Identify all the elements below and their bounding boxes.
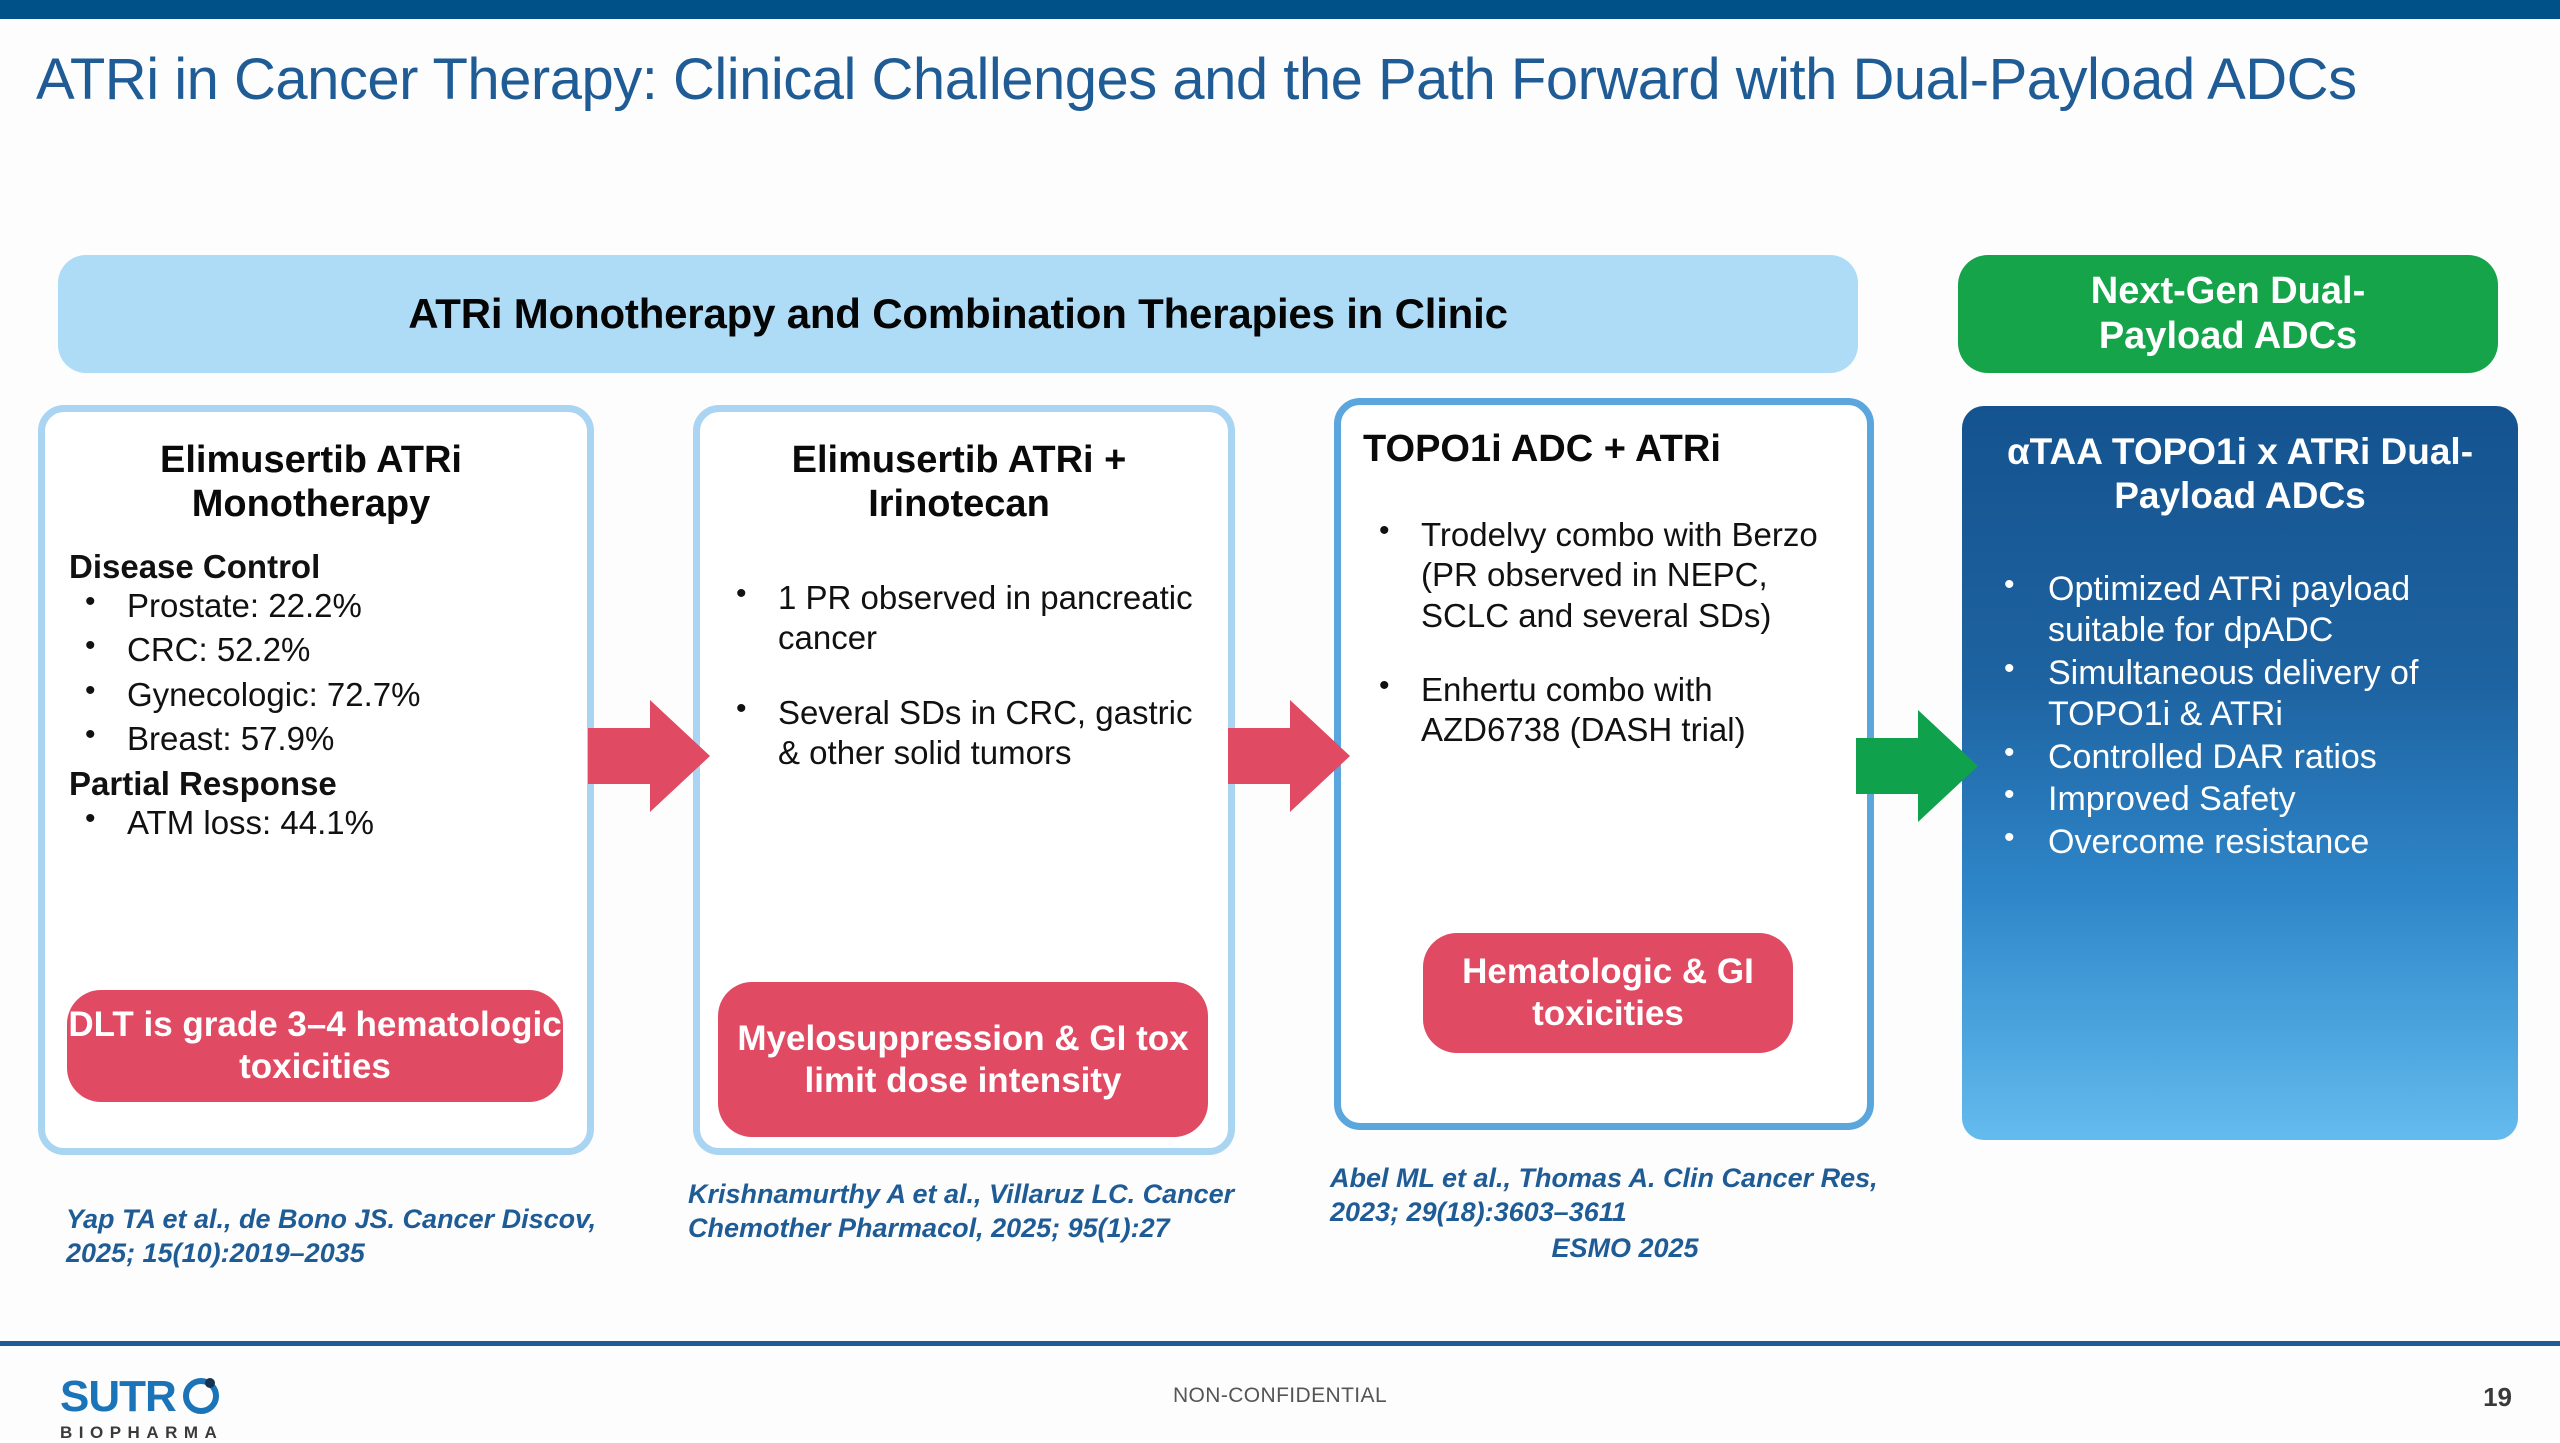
list-item: Breast: 57.9% [69,717,553,759]
card2-title: Elimusertib ATRi + Irinotecan [791,439,1127,526]
list-item: Prostate: 22.2% [69,584,553,626]
card1-section1-bullets: Prostate: 22.2% CRC: 52.2% Gynecologic: … [69,584,553,759]
list-item: Gynecologic: 72.7% [69,673,553,715]
card-dual-payload-adc: αTAA TOPO1i x ATRi Dual-Payload ADCs Opt… [1962,406,2518,1140]
arrow-card3-to-card4-icon [1856,710,1978,822]
next-gen-badge-line1: Next-Gen Dual- [2090,270,2366,313]
citation-card3: Abel ML et al., Thomas A. Clin Cancer Re… [1330,1163,1878,1227]
card3-title: TOPO1i ADC + ATRi [1363,428,1721,470]
next-gen-badge-line2: Payload ADCs [2098,315,2358,357]
card1-section2-bullets: ATM loss: 44.1% [69,801,553,843]
card4-title: αTAA TOPO1i x ATRi Dual-Payload ADCs [2006,431,2474,516]
card1-toxicity-pill: DLT is grade 3–4 hematologic toxicities [67,990,563,1102]
slide-title: ATRi in Cancer Therapy: Clinical Challen… [36,47,2357,112]
citation-card3-esmo: ESMO 2025 [1551,1233,1699,1263]
card-elimusertib-irinotecan: Elimusertib ATRi + Irinotecan 1 PR obser… [693,405,1235,1155]
sutro-biopharma-logo: SUTR BIOPHARMA [60,1372,223,1443]
citation-card2: Krishnamurthy A et al., Villaruz LC. Can… [688,1179,1235,1243]
page-number: 19 [2483,1382,2512,1412]
list-item: Controlled DAR ratios [1986,735,2494,778]
list-item: Simultaneous delivery of TOPO1i & ATRi [1986,651,2494,735]
next-gen-badge: Next-Gen Dual- Payload ADCs [1958,255,2498,373]
list-item: Optimized ATRi payload suitable for dpAD… [1986,567,2494,651]
card3-toxicity-pill: Hematologic & GI toxicities [1423,933,1793,1053]
confidentiality-label: NON-CONFIDENTIAL [1172,1384,1388,1407]
card4-bullets: Optimized ATRi payload suitable for dpAD… [1986,567,2494,863]
list-item: Enhertu combo with AZD6738 (DASH trial) [1363,668,1843,751]
card2-toxicity-pill: Myelosuppression & GI tox limit dose int… [718,982,1208,1137]
card-topo1i-adc-atri: TOPO1i ADC + ATRi Trodelvy combo with Be… [1334,398,1874,1130]
list-item: Overcome resistance [1986,820,2494,863]
logo-wordmark: SUTR [60,1371,177,1421]
list-item: Improved Safety [1986,777,2494,820]
citation-card1: Yap TA et al., de Bono JS. Cancer Discov… [66,1204,597,1268]
card3-bullets: Trodelvy combo with Berzo (PR observed i… [1363,513,1843,751]
logo-subtext: BIOPHARMA [60,1423,224,1442]
arrow-card2-to-card3-icon [1228,700,1350,812]
card1-section1-heading: Disease Control [69,548,321,586]
card1-section2-heading: Partial Response [69,765,337,803]
card2-bullets: 1 PR observed in pancreatic cancer Sever… [720,576,1198,774]
section-banner: ATRi Monotherapy and Combination Therapi… [58,255,1858,373]
section-banner-label: ATRi Monotherapy and Combination Therapi… [408,290,1508,337]
list-item: ATM loss: 44.1% [69,801,553,843]
arrow-card1-to-card2-icon [588,700,710,812]
logo-wordmark-row: SUTR [60,1372,223,1421]
logo-orbit-icon [179,1372,223,1421]
list-item: Trodelvy combo with Berzo (PR observed i… [1363,513,1843,636]
list-item: CRC: 52.2% [69,628,553,670]
footer-divider [0,1341,2560,1346]
list-item: 1 PR observed in pancreatic cancer [720,576,1198,659]
card-elimusertib-monotherapy: Elimusertib ATRi Monotherapy Disease Con… [38,405,594,1155]
top-accent-bar [0,0,2560,19]
card1-title: Elimusertib ATRi Monotherapy [160,439,462,526]
list-item: Several SDs in CRC, gastric & other soli… [720,691,1198,774]
